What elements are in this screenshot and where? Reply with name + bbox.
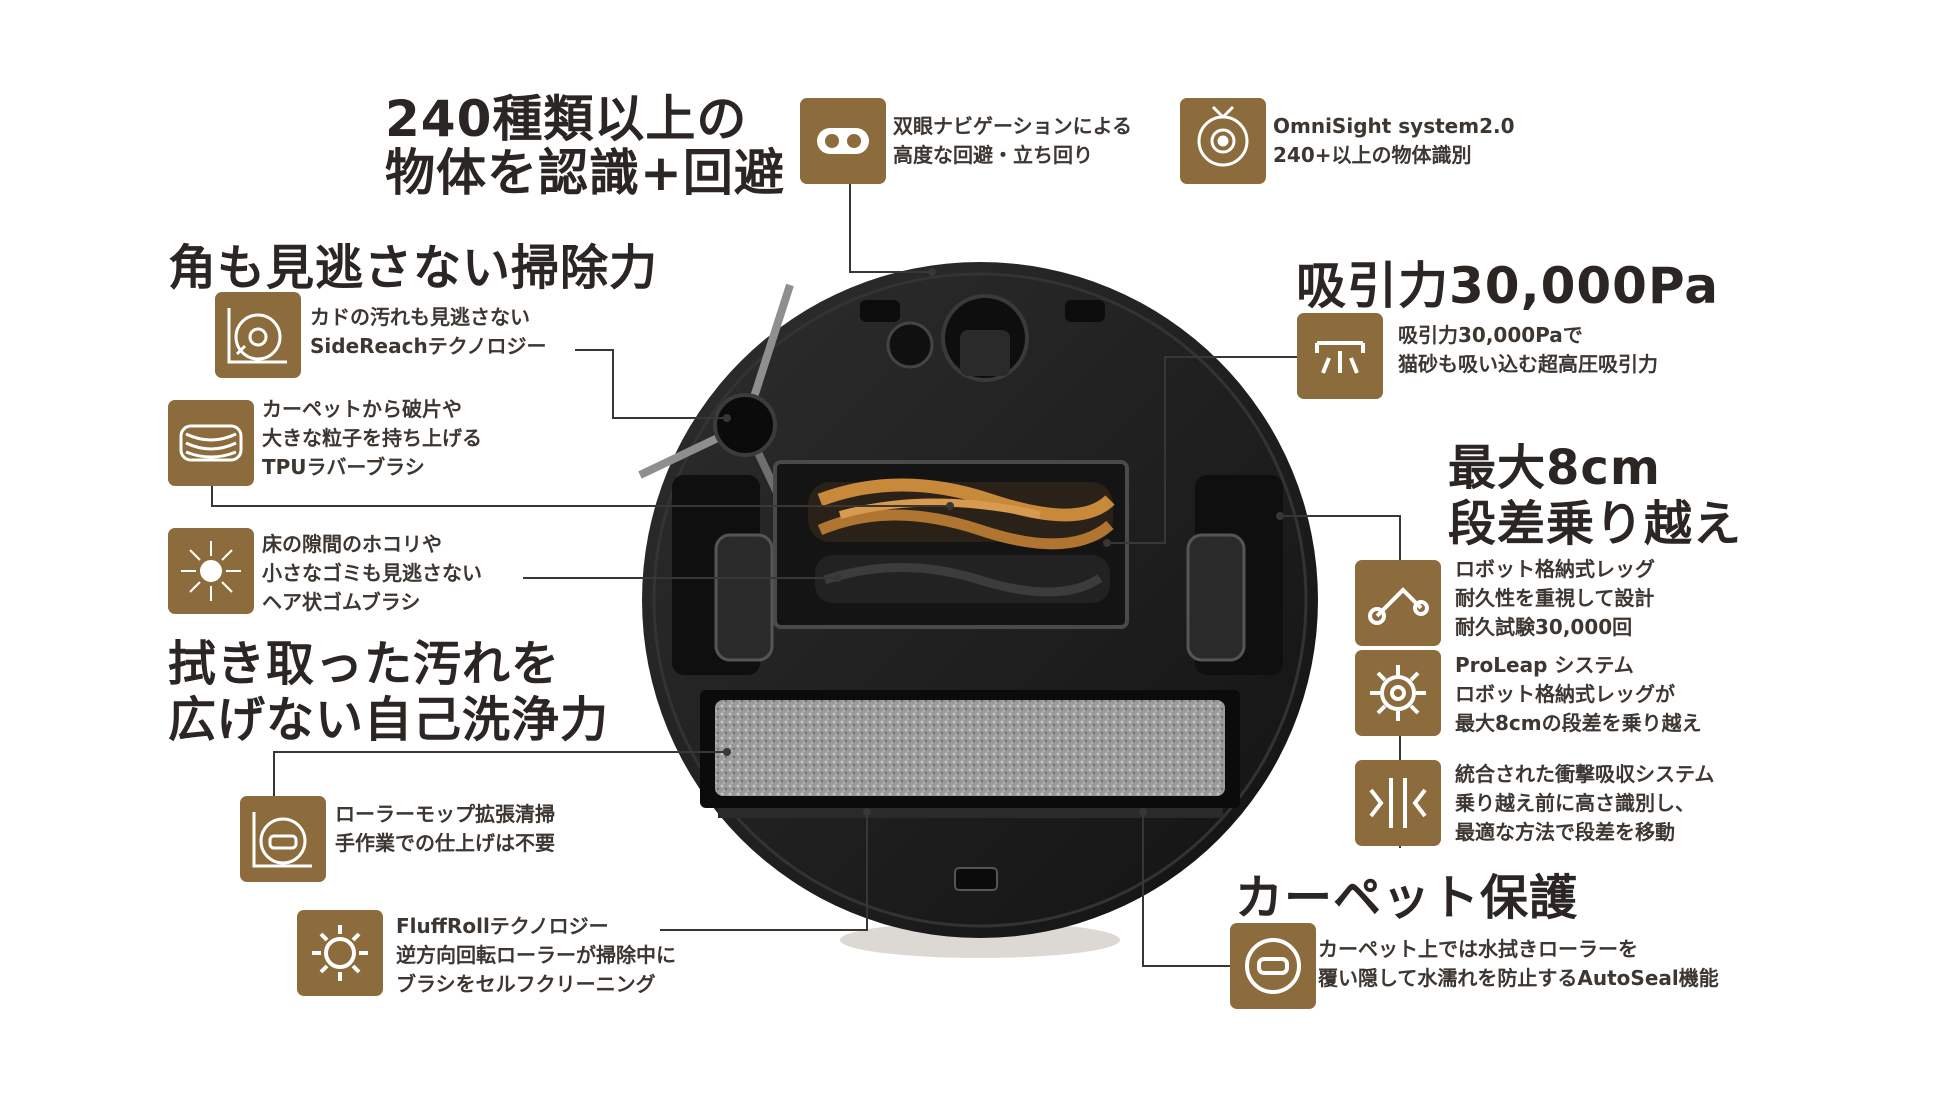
robot-shadow [840, 922, 1120, 958]
rubber-brush-icon [168, 400, 254, 486]
suction-detail-text: 吸引力30,000Paで猫砂も吸い込む超高圧吸引力 [1398, 323, 1658, 376]
shock-text: 統合された衝撃吸収システム乗り越え前に高さ識別し、最適な方法で段差を移動 [1455, 762, 1715, 844]
fluffroll-icon [297, 910, 383, 996]
heading-carpet-protection: カーペット保護 [1235, 870, 1579, 926]
roller-mop [715, 700, 1225, 796]
tpu-roller-brush [808, 478, 1115, 550]
stereo-nav-text: 双眼ナビゲーションによる高度な回避・立ち回り [893, 114, 1132, 167]
hair-brush-text: 床の隙間のホコリや小さなゴミも見逃さないヘア状ゴムブラシ [262, 532, 482, 614]
omnisight-eye-icon [1180, 98, 1266, 184]
right-wheel [1186, 475, 1283, 675]
proleap-text: ProLeap システムロボット格納式レッグが最大8cmの段差を乗り越え [1455, 653, 1702, 735]
side-brush-icon [215, 292, 301, 378]
roller-mop-icon [240, 796, 326, 882]
autoseal-text: カーペット上では水拭きローラーを覆い隠して水濡れを防止するAutoSeal機能 [1318, 937, 1719, 990]
side-brush [638, 283, 794, 522]
heading-object-avoidance: 240種類以上の物体を認識+回避 [385, 90, 785, 202]
legs-text: ロボット格納式レッグ耐久性を重視して設計耐久試験30,000回 [1455, 557, 1655, 639]
hair-brush-icon [168, 528, 254, 614]
stereo-camera-icon [800, 98, 886, 184]
shock-absorb-icon [1355, 760, 1441, 846]
fluffroll-text: FluffRollテクノロジー逆方向回転ローラーが掃除中にブラシをセルフクリーニ… [396, 914, 676, 996]
hair-rubber-brush [815, 555, 1110, 603]
heading-suction: 吸引力30,000Pa [1296, 257, 1719, 315]
left-wheel [672, 475, 774, 675]
roller-mop-text: ローラーモップ拡張清掃手作業での仕上げは不要 [335, 802, 555, 855]
leg-icon [1355, 560, 1441, 646]
autoseal-icon [1230, 923, 1316, 1009]
suction-icon [1297, 313, 1383, 399]
gear-icon [1355, 650, 1441, 736]
heading-self-cleaning: 拭き取った汚れを広げない自己洗浄力 [168, 636, 610, 748]
heading-corner-cleaning: 角も見逃さない掃除力 [168, 240, 659, 296]
